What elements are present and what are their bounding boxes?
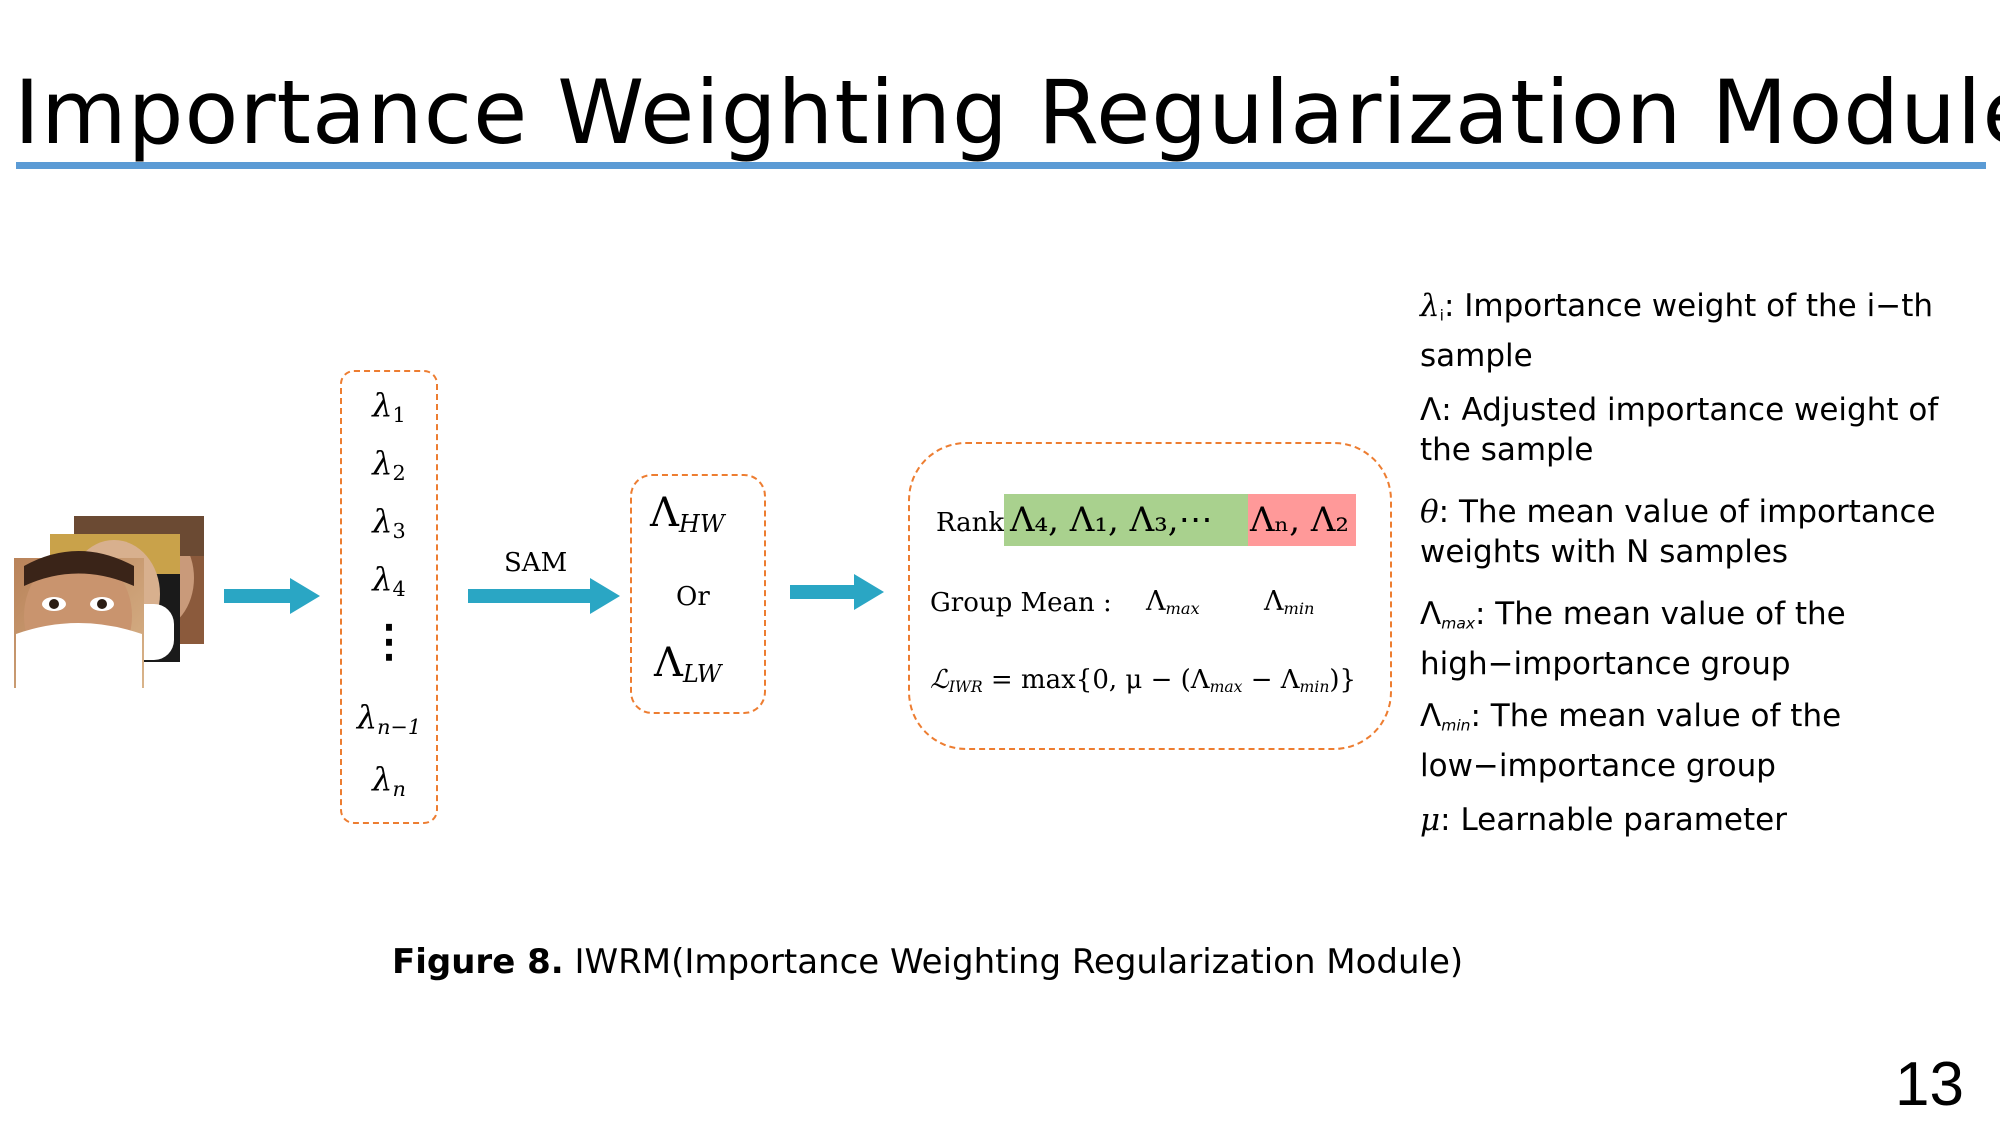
- page-number: 13: [1895, 1050, 1964, 1119]
- high-importance-group: Λ₄, Λ₁, Λ₃,⋯: [1004, 494, 1248, 546]
- importance-weights-box: λ1 λ2 λ3 λ4 ⋮ λn−1 λn: [340, 370, 438, 824]
- legend-item-mu: μ: Learnable parameter: [1420, 802, 1787, 838]
- legend-item-theta: θ: The mean value of importance weights …: [1420, 494, 1936, 570]
- title-underline: [16, 162, 1986, 169]
- arrow-right-icon: [790, 574, 884, 610]
- low-importance-group: Λₙ, Λ₂: [1248, 494, 1356, 546]
- rank-label: Rank: [936, 508, 1005, 538]
- lambda-max: Λmax: [1146, 586, 1200, 619]
- lambda-hw: ΛHW: [650, 490, 725, 538]
- lambda-1: λ1: [372, 386, 406, 428]
- face-image-stack-icon: [14, 516, 204, 688]
- lambda-3: λ3: [372, 502, 406, 544]
- figure-caption-text: IWRM(Importance Weighting Regularization…: [563, 942, 1464, 982]
- rank-and-loss-box: [908, 442, 1392, 750]
- vertical-ellipsis: ⋮: [367, 616, 411, 667]
- lambda-min: Λmin: [1264, 586, 1315, 619]
- legend-item-lambda-i: λi: Importance weight of the i−th sample: [1420, 288, 1933, 374]
- arrow-right-icon: [468, 578, 620, 614]
- lambda-n: λn: [372, 760, 406, 802]
- group-mean-label: Group Mean :: [930, 588, 1112, 618]
- adjusted-weights-box: ΛHW Or ΛLW: [630, 474, 766, 714]
- low-group-values: Λₙ, Λ₂: [1250, 500, 1350, 540]
- legend-item-lambda-max: Λmax: The mean value of the high−importa…: [1420, 596, 1846, 682]
- lambda-lw: ΛLW: [654, 640, 722, 688]
- arrow-right-icon: [224, 578, 320, 614]
- legend-item-lambda-min: Λmin: The mean value of the low−importan…: [1420, 698, 1842, 784]
- lambda-2: λ2: [372, 444, 406, 486]
- legend-item-lambda-adjusted: Λ: Adjusted importance weight of the sam…: [1420, 392, 1939, 468]
- figure-label: Figure 8.: [392, 942, 564, 982]
- lambda-4: λ4: [372, 560, 406, 602]
- sam-label: SAM: [504, 548, 568, 578]
- lambda-n-minus-1: λn−1: [356, 698, 422, 740]
- high-group-values: Λ₄, Λ₁, Λ₃,⋯: [1010, 500, 1213, 540]
- slide-title: Importance Weighting Regularization Modu…: [14, 61, 2000, 164]
- or-label: Or: [676, 582, 710, 612]
- figure-caption: Figure 8. IWRM(Importance Weighting Regu…: [392, 942, 1463, 982]
- loss-formula: ℒIWR = max{0, μ − (Λmax − Λmin)}: [930, 665, 1357, 696]
